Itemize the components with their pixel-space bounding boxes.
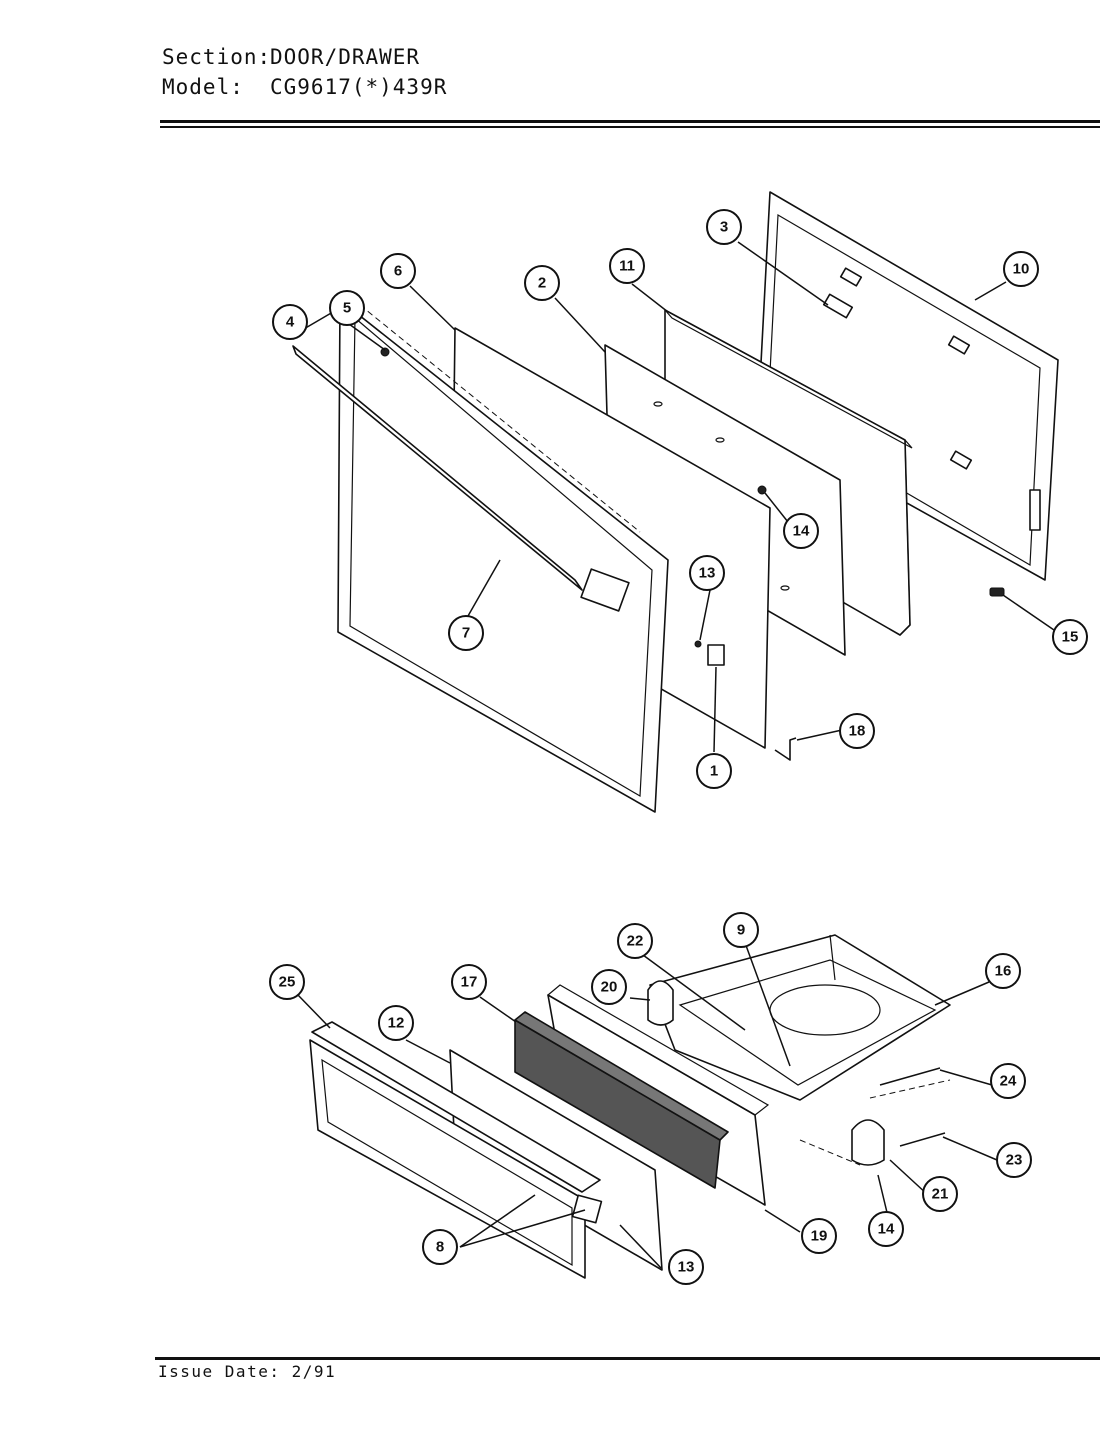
model-label: Model: <box>162 75 244 99</box>
callout-6: 6 <box>380 253 416 289</box>
drawer-body <box>649 934 951 1101</box>
callout-2-label: 2 <box>538 275 546 292</box>
callout-20: 20 <box>591 969 627 1005</box>
callout-13-upper: 13 <box>689 555 725 591</box>
callout-18-label: 18 <box>849 723 866 740</box>
callout-25: 25 <box>269 964 305 1000</box>
callout-23-label: 23 <box>1006 1152 1023 1169</box>
model-value: CG9617(*)439R <box>270 75 448 99</box>
callout-12: 12 <box>378 1005 414 1041</box>
callout-3: 3 <box>706 209 742 245</box>
callout-8: 8 <box>422 1229 458 1265</box>
section-label: Section: <box>162 45 272 69</box>
callout-13-lower: 13 <box>668 1249 704 1285</box>
door-bumper-part-15 <box>989 587 1005 597</box>
drawer-front-frame <box>309 1021 603 1279</box>
callout-19-label: 19 <box>811 1228 828 1245</box>
door-bracket-part-18 <box>774 737 797 761</box>
callout-15: 15 <box>1052 619 1088 655</box>
callout-1-label: 1 <box>710 763 718 780</box>
callout-9: 9 <box>723 912 759 948</box>
callout-22-label: 22 <box>627 933 644 950</box>
callout-19: 19 <box>801 1218 837 1254</box>
callout-3-label: 3 <box>720 219 728 236</box>
callout-8-label: 8 <box>436 1239 444 1256</box>
model-line: Model: CG9617(*)439R <box>162 72 447 102</box>
callout-21: 21 <box>922 1176 958 1212</box>
callout-4-label: 4 <box>286 314 295 331</box>
drawer-insulation <box>514 1011 729 1189</box>
callout-15-label: 15 <box>1062 629 1079 646</box>
screw-part-13-upper <box>694 640 702 648</box>
header-rule-thin <box>160 126 1100 128</box>
callout-7-label: 7 <box>462 625 470 642</box>
callout-2: 2 <box>524 265 560 301</box>
drawer-slide-bracket-left <box>647 980 674 1026</box>
callout-11-label: 11 <box>619 258 635 275</box>
callout-14-upper: 14 <box>783 513 819 549</box>
callout-14-lower: 14 <box>868 1211 904 1247</box>
inner-door-panel <box>757 191 1059 581</box>
callout-7: 7 <box>448 615 484 651</box>
header: Section:DOOR/DRAWER Model: CG9617(*)439R <box>162 42 447 102</box>
drawer-assembly <box>296 934 998 1279</box>
callout-17: 17 <box>451 964 487 1000</box>
drawer-rod-part-24 <box>879 1067 941 1086</box>
callout-5-label: 5 <box>343 300 351 317</box>
callout-22: 22 <box>617 923 653 959</box>
callout-24-label: 24 <box>1000 1073 1017 1090</box>
callout-20-label: 20 <box>601 979 618 996</box>
screw-part-5 <box>380 347 390 357</box>
door-handle <box>292 345 583 591</box>
header-rule-thick <box>160 120 1100 123</box>
callout-12-label: 12 <box>388 1015 405 1032</box>
callout-17-label: 17 <box>461 974 478 991</box>
callout-14-upper-label: 14 <box>793 523 810 540</box>
callout-10: 10 <box>1003 251 1039 287</box>
callout-11: 11 <box>609 248 645 284</box>
callout-14-lower-label: 14 <box>878 1221 895 1238</box>
callout-1: 1 <box>696 753 732 789</box>
callout-4: 4 <box>272 304 308 340</box>
door-label-plate <box>707 644 725 666</box>
callout-6-label: 6 <box>394 263 402 280</box>
callout-9-label: 9 <box>737 922 745 939</box>
callout-25-label: 25 <box>279 974 296 991</box>
screw-part-14-upper <box>757 485 767 495</box>
callout-5: 5 <box>329 290 365 326</box>
section-line: Section:DOOR/DRAWER <box>162 42 447 72</box>
callout-23: 23 <box>996 1142 1032 1178</box>
door-frame <box>337 299 669 813</box>
door-assembly <box>292 191 1059 813</box>
callout-13-upper-label: 13 <box>699 565 716 582</box>
callout-13-lower-label: 13 <box>678 1259 695 1276</box>
drawer-pin-part-23 <box>899 1132 946 1147</box>
callout-18: 18 <box>839 713 875 749</box>
callout-21-label: 21 <box>932 1186 949 1203</box>
footer-rule <box>155 1357 1100 1360</box>
callout-24: 24 <box>990 1063 1026 1099</box>
section-value: DOOR/DRAWER <box>270 45 421 69</box>
callout-16: 16 <box>985 953 1021 989</box>
callout-10-label: 10 <box>1013 261 1030 278</box>
callout-16-label: 16 <box>995 963 1012 980</box>
drawer-slide-bracket-right <box>851 1119 885 1166</box>
issue-date: Issue Date: 2/91 <box>158 1362 337 1381</box>
